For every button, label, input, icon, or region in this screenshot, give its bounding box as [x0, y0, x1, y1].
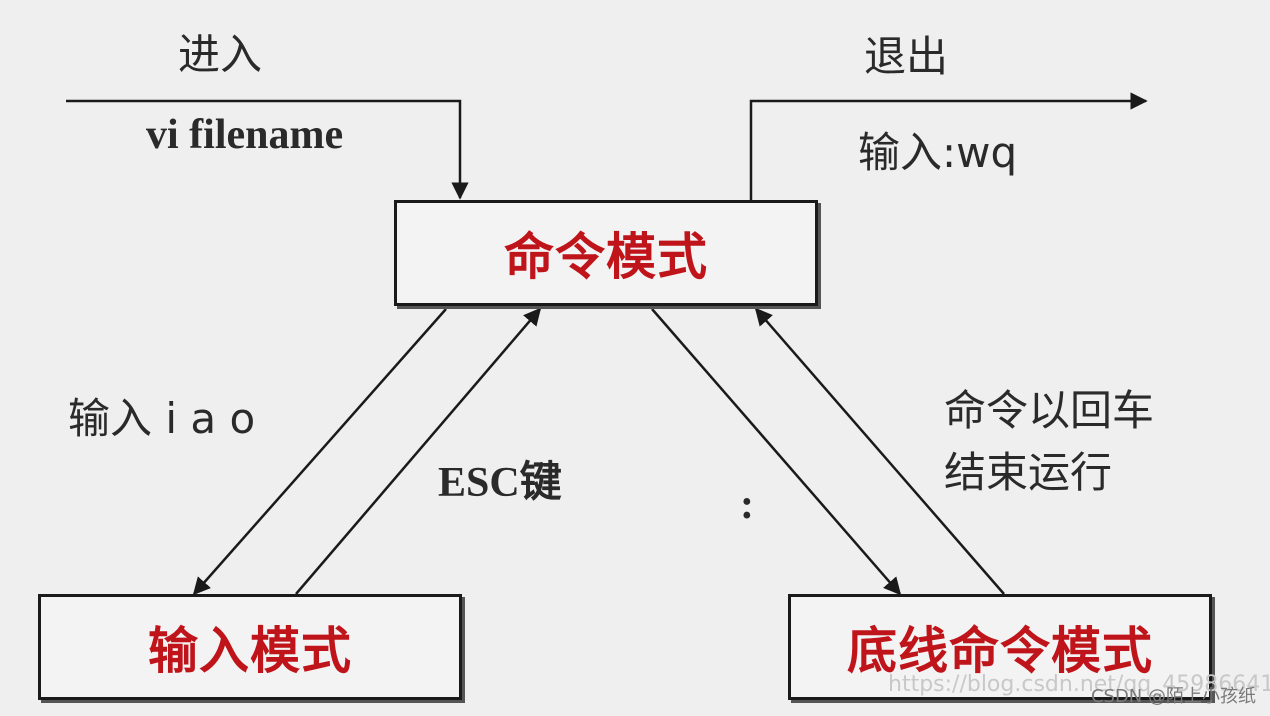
return-label-line1: 命令以回车	[944, 386, 1155, 435]
enter-arrow	[66, 99, 469, 200]
command-mode-box: 命令模式	[394, 200, 818, 306]
last-line-mode-box: 底线命令模式	[788, 594, 1212, 700]
colon-label: :	[740, 482, 754, 528]
esc-arrow	[295, 307, 542, 595]
exit-arrow	[749, 92, 1148, 200]
to-insert-arrow	[192, 308, 447, 596]
enter-command-label: vi filename	[146, 112, 344, 158]
enter-label: 进入	[178, 30, 263, 79]
watermark-credit: CSDN @陌上小孩纸	[1090, 686, 1256, 707]
watermark-url: https://blog.csdn.net/qq_45986641	[888, 672, 1270, 697]
to-insert-label: 输入 i a o	[68, 394, 256, 443]
insert-mode-box: 输入模式	[38, 594, 462, 700]
last-line-mode-label: 底线命令模式	[847, 622, 1153, 680]
return-label-line2: 结束运行	[944, 448, 1113, 497]
insert-mode-label: 输入模式	[148, 622, 352, 680]
to-last-line-arrow	[651, 308, 902, 596]
return-arrow	[754, 307, 1005, 595]
exit-command-label: 输入:wq	[858, 128, 1018, 177]
exit-label: 退出	[864, 32, 949, 81]
esc-key-label: ESC键	[438, 460, 562, 506]
command-mode-label: 命令模式	[504, 228, 708, 286]
